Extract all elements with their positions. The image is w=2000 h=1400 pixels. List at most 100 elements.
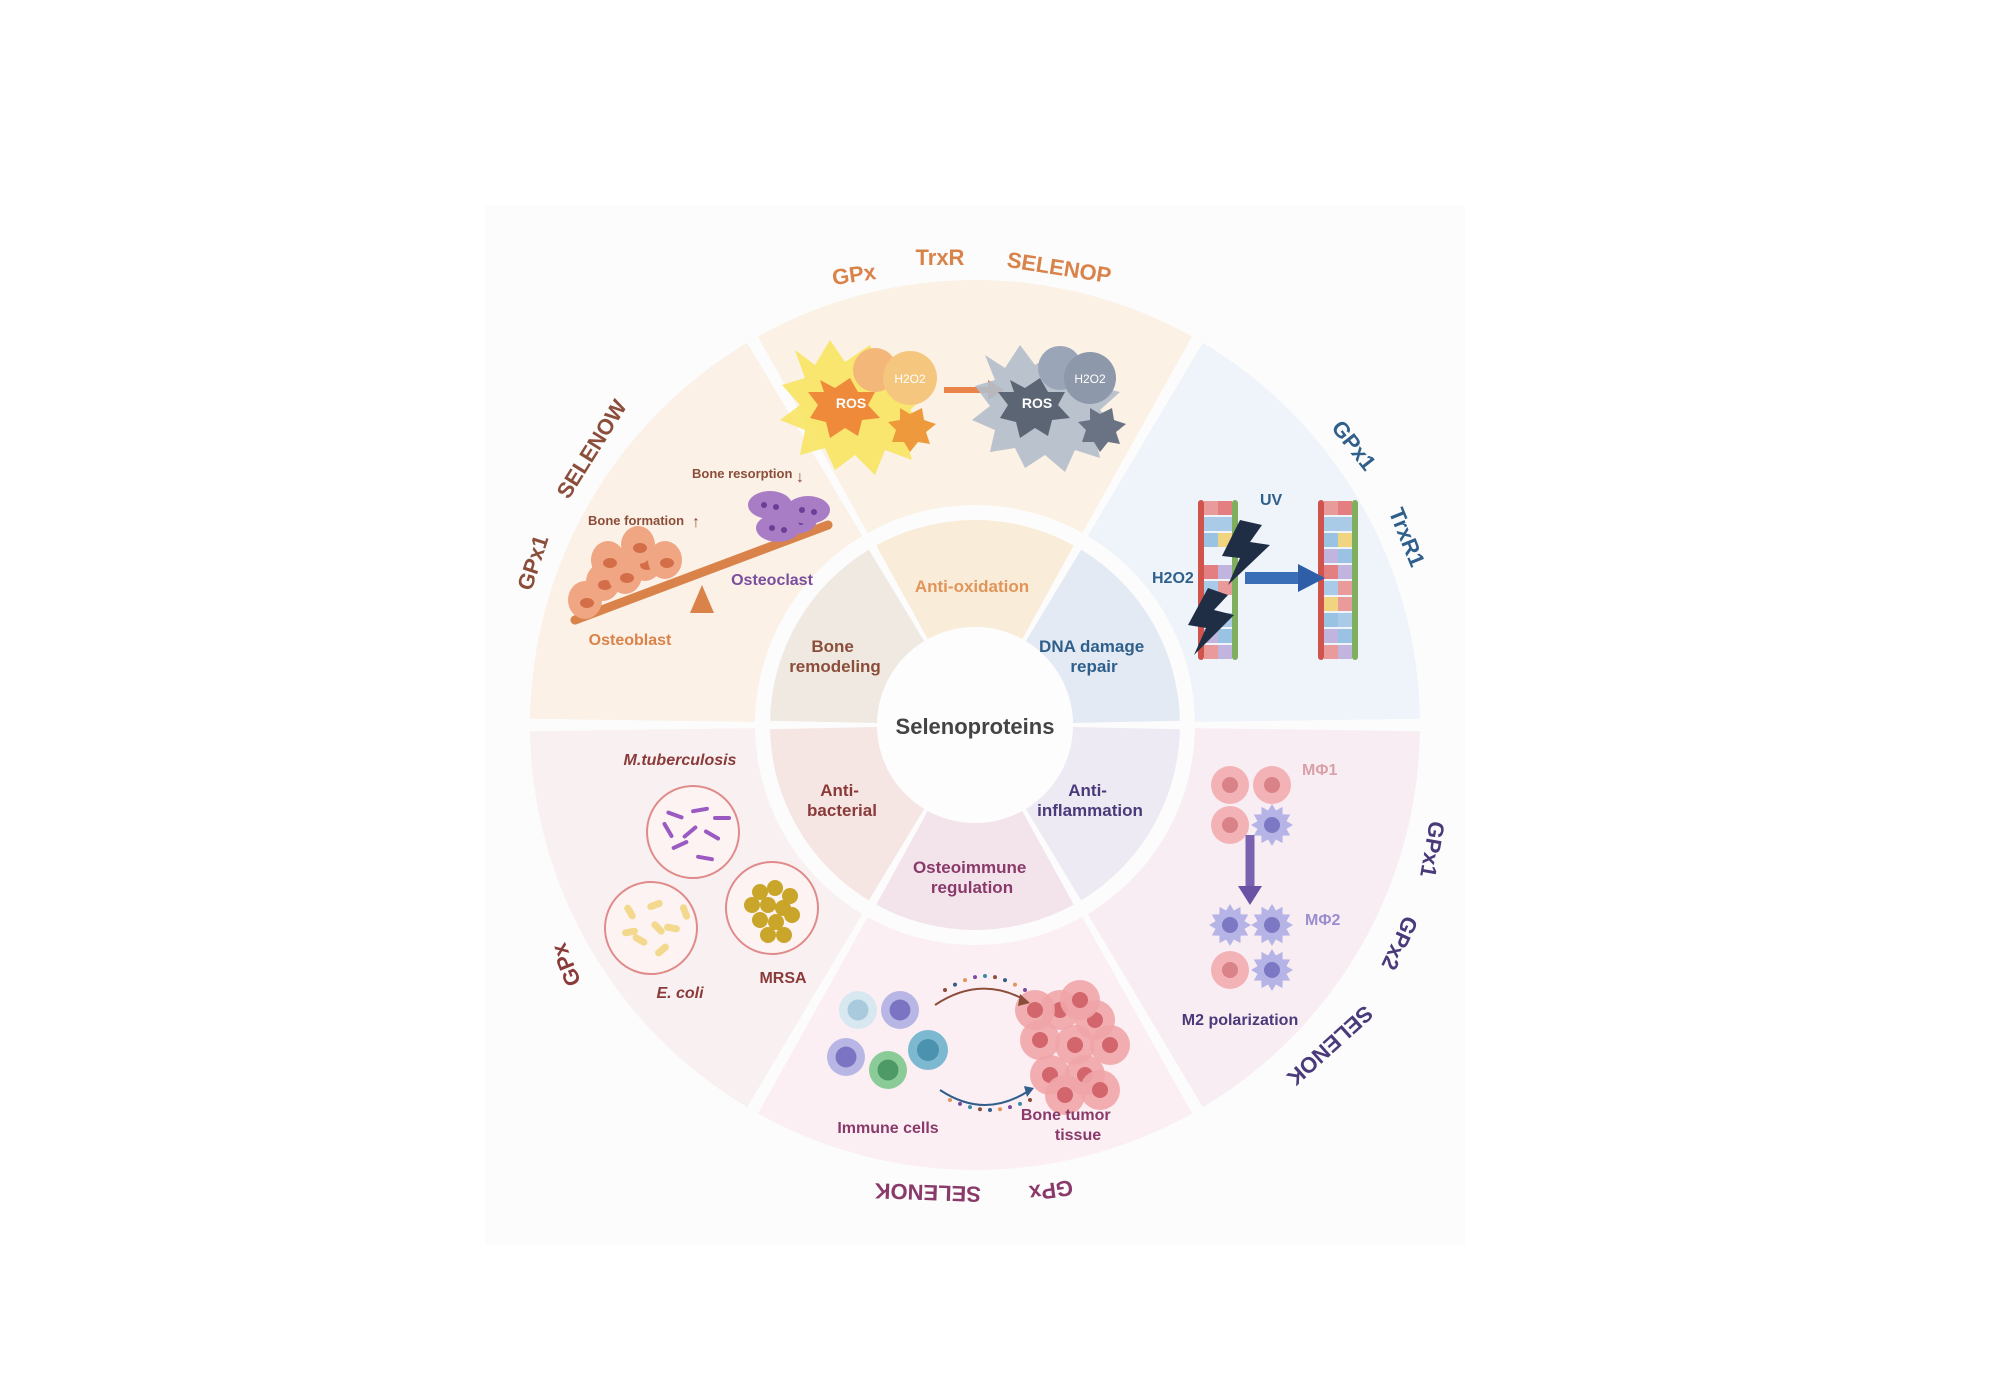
ros-text-grey: ROS [1022,395,1052,411]
dna-base-pair [1204,565,1218,579]
osteoclast-cells [748,491,830,542]
bone-tumor-label: Bone tumor tissue [1021,1107,1115,1144]
dna-backbone-right [1352,500,1358,660]
ecoli-rod [655,943,669,957]
mrsa-coccus [767,880,783,896]
tumor-nucleus [1072,992,1088,1008]
dna-base-pair [1324,501,1338,515]
tuberculosis-rod [713,816,731,820]
dna-base-pair [1324,549,1338,563]
dna-base-pair [1324,581,1338,595]
mrsa-coccus [776,927,792,943]
polarization-arrow-head [1238,886,1262,905]
m1-nucleus [1222,962,1238,978]
dna-base-pair [1218,501,1232,515]
dna-base-pair [1204,501,1218,515]
uv-lightning-icon [1222,520,1270,585]
bone-remodeling-illustration: Bone formation ↑ Bone resorption ↓ Osteo… [568,466,833,649]
center-circle [877,627,1073,823]
ecoli-rod [624,904,636,920]
ros-star-small-bright [888,408,936,452]
m2-nucleus [1264,962,1280,978]
arrow-top-curve [934,987,1026,1006]
osteoblast-nucleus [620,573,634,583]
tuberculosis-rod [671,840,689,850]
mrsa-coccus [784,907,800,923]
m1-nucleus [1264,777,1280,793]
dna-base-pair [1324,565,1338,579]
cytokine-dot [1003,978,1007,983]
dna-base-pair [1338,645,1352,659]
immune-cell-blue-nucleus [917,1039,939,1061]
tuberculosis-rod [703,829,721,841]
cytokine-dot [998,1107,1002,1112]
cytokine-dot [1028,1098,1032,1102]
immune-cell-light-nucleus [847,999,869,1021]
ecoli-rod [664,923,680,933]
tumor-nucleus [1102,1037,1118,1053]
h2o2-label: H2O2 [1152,570,1194,587]
osteoclast-nucleus [769,525,775,531]
h2o2-lightning-icon [1188,588,1234,655]
cytokine-dot [963,978,967,983]
outer-label-bottom-gpx: GPx [1027,1175,1075,1206]
osteoblast-nucleus [603,558,617,568]
tuberculosis-rod [696,854,714,862]
dna-base-pair [1218,629,1232,643]
cytokine-dot [1008,1105,1012,1110]
outer-sector-anti-oxidation [757,280,1193,533]
tuberculosis-rod [691,806,709,814]
osteoclast-label: Osteoclast [731,572,813,589]
label-anti-inflammation: Anti- inflammation [1037,781,1143,820]
m-tuberculosis-label: M.tuberculosis [624,752,737,769]
ecoli-rod [679,904,691,920]
m2-nucleus [1264,817,1280,833]
dna-base-pair [1324,613,1338,627]
outer-sector-anti-inflammation [1087,728,1420,1108]
h2o2-bubble-grey [1064,352,1116,404]
dna-base-pair [1218,645,1232,659]
arrow-bottom-head [1024,1086,1034,1097]
inner-sector-anti-oxidation [876,520,1074,640]
label-dna-damage-repair: DNA damage repair [1039,637,1149,676]
seesaw-fulcrum [690,585,714,613]
inner-sector-bone-remodeling [770,549,925,723]
dna-base-pair [1324,533,1338,547]
osteoclast-nucleus [811,509,817,515]
h2o2-text-grey: H2O2 [1074,372,1106,386]
cytokine-dot [983,974,987,978]
arrow-bottom-curve [939,1089,1031,1106]
tuberculosis-rod [682,825,698,839]
dna-base-pair [1338,629,1352,643]
dna-base-pair [1338,565,1352,579]
label-anti-oxidation: Anti-oxidation [915,577,1029,596]
tumor-nucleus [1027,1002,1043,1018]
immune-cell-green-nucleus [877,1059,899,1081]
dna-base-pair [1324,629,1338,643]
tuberculosis-rod [666,810,684,820]
macrophage-illustration: MΦ1 MΦ2 M2 polarization [1182,762,1341,1029]
osteoclast-nucleus [773,504,779,510]
dna-base-pair [1324,645,1338,659]
osteoclast-nucleus [761,502,767,508]
ros-star-small-grey [1078,408,1126,452]
uv-label: UV [1260,492,1283,509]
cytokine-dot [1023,988,1027,992]
inner-sectors [770,520,1180,930]
mrsa-coccus [768,914,784,930]
ros-star-bright [808,378,880,438]
m2-nucleus [1222,917,1238,933]
center-title: Selenoproteins [896,714,1055,739]
mrsa-coccus [752,912,768,928]
macrophage-cells [1209,766,1293,991]
mrsa-coccus [744,897,760,913]
label-anti-bacterial: Anti- bacterial [807,781,877,820]
mrsa-label: MRSA [759,970,807,987]
osteoclast-nucleus [781,527,787,533]
mrsa-coccus [752,884,768,900]
dna-base-pair [1338,533,1352,547]
immune-cells [827,991,948,1089]
mphi2-label: MΦ2 [1305,912,1340,929]
bone-formation-up-icon: ↑ [692,514,700,531]
immune-cells-label: Immune cells [837,1120,938,1137]
